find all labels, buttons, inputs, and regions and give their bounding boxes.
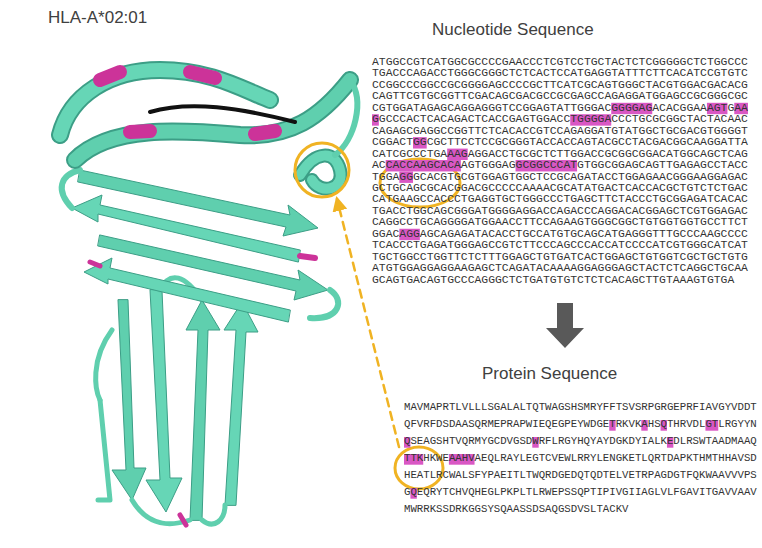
sequence-line: ATGGCCGTCATGGCGCCCCGAACCCTCGTCCTGCTACTCT… — [372, 56, 748, 68]
beta-strands-lower — [96, 278, 258, 525]
section-heading: Nucleotide Sequence — [432, 20, 594, 40]
sequence-line: GCAGTGACAGTGCCCAGGGCTCTGATGTGTCTCTCACAGC… — [372, 274, 734, 286]
alpha-helices — [60, 70, 357, 189]
figure-title: HLA-A*02:01 — [48, 8, 147, 28]
sequence-line: GQEQRYTCHVQHEGLPKPLTLRWEPSSQPTIPIVGIIAGL… — [404, 487, 757, 499]
sequence-line: CCGGCCCGGCCGCGGGGAGCCCCGCTTCATCGCAGTGGGC… — [372, 79, 748, 91]
section-heading: Protein Sequence — [482, 364, 617, 384]
sequence-line: CAGGCCTGCAGGGGATGGAACCTTCCAGAAGTGGGCGGCT… — [372, 216, 748, 228]
sequence-line: HEATLRCWALSFYPAEITLTWQRDGEDQTQDTELVETRPA… — [404, 470, 757, 482]
sequence-line: TGCTGGCCTGGTTCTCTTTGGAGCTGTGATCACTGGAGCT… — [372, 251, 748, 263]
sequence-line: QSEAGSHTVQRMYGCDVGSDWRFLRGYHQYAYDGKDYIAL… — [404, 436, 757, 448]
sequence-line: MAVMAPRTLVLLLSGALALTQTWAGSHSMRYFFTSVSRPG… — [404, 402, 757, 414]
sequence-line: GCTGCAGCGCACGGACGCCCCCAAAACGCATATGACTCAC… — [372, 182, 748, 194]
sequence-line: CAGAGCGAGGCCGGTTCTCACACCGTCCAGAGGATGTATG… — [372, 125, 748, 137]
sequence-line: TGGAGGGCACGTGCGTGGAGTGGCTCCGCAGATACCTGGA… — [372, 171, 748, 183]
sequence-line: CATGAAGCCACCCTGAGGTGCTGGGCCCTGAGCTTCTACC… — [372, 193, 748, 205]
sequence-line: TGACCTGGCAGCGGGATGGGGAGGACCAGACCCAGGACAC… — [372, 205, 748, 217]
sequence-line: TCACCCTGAGATGGGAGCCGTCTTCCCAGCCCACCATCCC… — [372, 239, 748, 251]
sequence-line: CATCGCCCTGAAAGAGGACCTGCGCTCTTGGACCGCGGCG… — [372, 148, 748, 160]
sequence-line: CAGTTCGTGCGGTTCGACAGCGACGCCGCGAGCCAGAGGA… — [372, 90, 748, 102]
sequence-line: CGGACTGGCGCTTCCTCCGCGGGTACCACCAGTACGCCTA… — [372, 136, 748, 148]
sequence-line: TTKHKWEAAHVAEQLRAYLEGTCVEWLRRYLENGKETLQR… — [404, 453, 757, 465]
sequence-line: TGACCCAGACCTGGGCGGGCTCTCACTCCATGAGGTATTT… — [372, 67, 748, 79]
sequence-line: ACCACCAAGCACAAGTGGGAGGCGGCCCATGTGGCGGAGC… — [372, 159, 748, 171]
sequence-line: CGTGGATAGAGCAGGAGGGTCCGGAGTATTGGGACGGGGA… — [372, 102, 748, 114]
sequence-line: ATGTGGAGGAGGAAGAGCTCAGATACAAAAGGAGGGAGCT… — [372, 262, 748, 274]
beta-sheet — [62, 170, 338, 322]
sequence-line: GGCCCACTCACAGACTCACCGAGTGGACCTGGGGACCCTG… — [372, 113, 748, 125]
sequence-line: QFVRFDSDAASQRMEPRAPWIEQEGPEYWDGETRKVKAHS… — [404, 419, 757, 431]
highlight-circle — [295, 143, 349, 197]
sequence-line: GGACAGGAGCAGAGATACACCTGCCATGTGCAGCATGAGG… — [372, 228, 748, 240]
sequence-line: MWRRKSSDRKGGSYSQAASSDSAQGSDVSLTACKV — [404, 504, 628, 516]
translation-arrow — [546, 303, 584, 348]
